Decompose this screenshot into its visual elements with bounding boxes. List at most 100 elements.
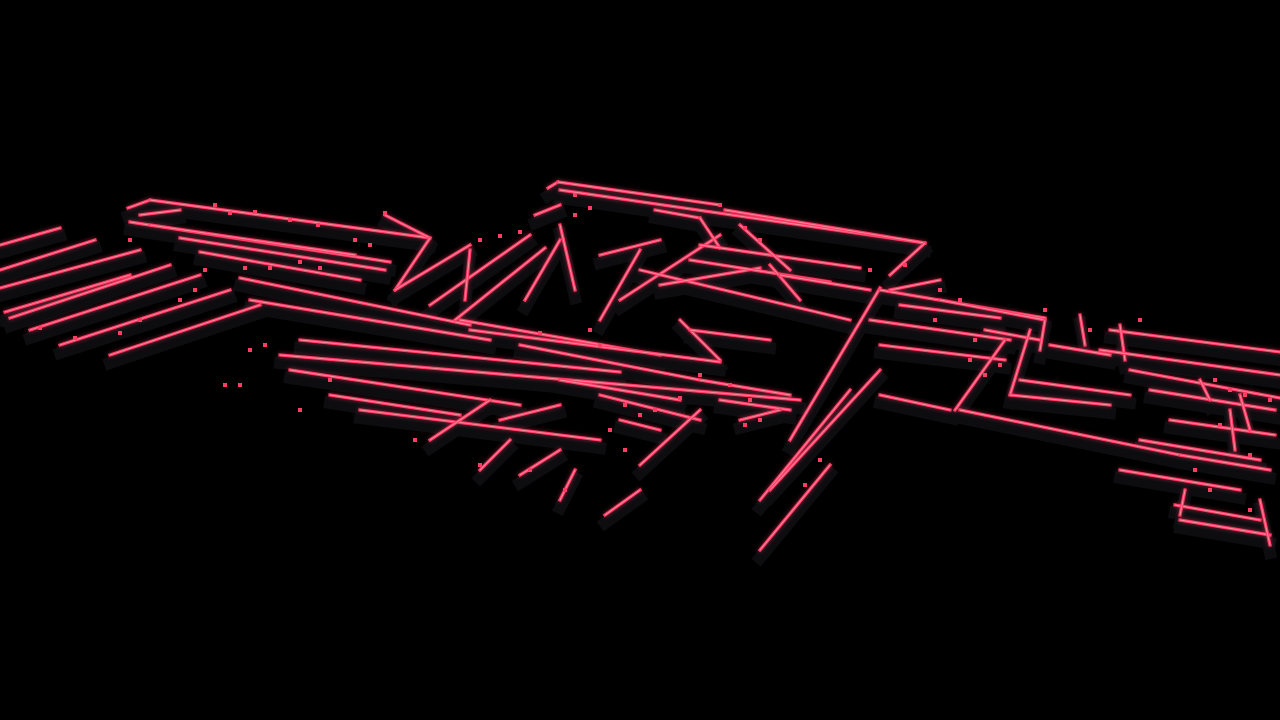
wall-segment-core	[534, 204, 561, 216]
wall-segment-core	[109, 304, 261, 356]
wall-shadow	[1173, 456, 1277, 485]
wall-post	[248, 348, 252, 352]
wall-post	[758, 418, 762, 422]
wall-segment-core	[639, 409, 701, 466]
wall-segment-core	[939, 299, 1046, 321]
wall-post	[203, 268, 207, 272]
wall-shadow	[173, 239, 392, 285]
wall-post	[743, 423, 747, 427]
wall-shadow	[1002, 330, 1038, 411]
wall-shadow	[463, 331, 727, 377]
wall-shadow	[273, 356, 807, 415]
wall-post	[1248, 508, 1252, 512]
wall-segment-core	[889, 279, 941, 291]
wall-segment-core	[199, 251, 361, 281]
wall-post	[1243, 393, 1247, 397]
wall-shadow	[612, 420, 668, 446]
wall-segment-core	[759, 464, 831, 551]
wall-segment-core	[879, 394, 951, 411]
wall-post	[973, 338, 977, 342]
wall-post	[328, 378, 332, 382]
wall-post	[498, 234, 502, 238]
wall-post	[1228, 388, 1232, 392]
wall-segment-core	[1049, 344, 1111, 356]
wall-post	[268, 266, 272, 270]
wall-segment-core	[519, 449, 561, 476]
wall-post	[598, 343, 602, 347]
wall-shadow	[232, 278, 478, 341]
wall-segment-core	[559, 469, 576, 501]
wall-segment-core	[279, 354, 801, 401]
wall-shadow	[353, 411, 607, 455]
wall-shadow	[1113, 471, 1247, 505]
wall-segment-core	[1129, 369, 1280, 399]
wall-post	[318, 266, 322, 270]
wall-post	[968, 358, 972, 362]
wall-segment-core	[249, 299, 491, 341]
wall-shadow	[872, 395, 958, 426]
wall-shadow	[386, 244, 479, 307]
wall-segment-core	[464, 249, 471, 301]
wall-shadow	[193, 253, 367, 295]
wall-segment-core	[724, 209, 926, 244]
wall-segment-core	[394, 237, 431, 291]
wall-segment-core	[139, 209, 181, 216]
wall-shadow	[773, 276, 877, 305]
wall-shadow	[471, 439, 519, 487]
wall-post	[903, 263, 907, 267]
wall-shadow	[683, 331, 777, 355]
wall-segment-core	[699, 244, 861, 269]
wall-segment-core	[394, 244, 471, 291]
wall-segment-core	[899, 304, 1001, 319]
wall-shadow	[553, 381, 687, 415]
wall-post	[573, 213, 577, 217]
wall-post	[638, 413, 642, 417]
wall-post	[1138, 318, 1142, 322]
wall-post	[193, 288, 197, 292]
wall-post	[1268, 398, 1272, 402]
wall-lines	[0, 179, 1280, 553]
wall-post	[958, 298, 962, 302]
wall-shadow	[52, 290, 238, 361]
wall-shadow	[1168, 506, 1267, 535]
wall-post	[718, 203, 722, 207]
wall-shadow	[952, 410, 1188, 471]
wall-segment-core	[429, 234, 531, 306]
wall-posts	[38, 193, 1272, 512]
wall-segment-core	[1169, 419, 1276, 436]
wall-post	[758, 238, 762, 242]
wall-segment-core	[359, 409, 601, 441]
wall-post	[608, 428, 612, 432]
wall-segment-core	[639, 269, 851, 321]
wall-segment-core	[604, 489, 641, 516]
wall-shadow	[243, 301, 497, 355]
wall-segment-core	[239, 277, 471, 326]
wall-post	[1248, 453, 1252, 457]
wall-segment-core	[869, 319, 1011, 341]
wall-post	[223, 383, 227, 387]
wall-segment-core	[779, 274, 871, 291]
wall-post	[1043, 308, 1047, 312]
wall-post	[288, 218, 292, 222]
wall-segment-core	[1109, 329, 1280, 353]
wall-post	[478, 463, 482, 467]
wall-post	[653, 408, 657, 412]
wall-post	[983, 373, 987, 377]
wall-post	[238, 383, 242, 387]
wall-segment-core	[1229, 409, 1236, 451]
wall-segment-core	[1239, 394, 1251, 431]
wall-shadow	[293, 341, 627, 387]
wall-shadow	[421, 234, 539, 322]
wall-shadow	[873, 346, 1012, 375]
wall-post	[1193, 468, 1197, 472]
wall-segment-core	[699, 217, 721, 249]
wall-segment-core	[654, 209, 701, 219]
wall-shadow	[446, 247, 554, 337]
wall-post	[868, 268, 872, 272]
wall-segment-core	[959, 409, 1181, 456]
wall-post	[538, 331, 542, 335]
wall-post	[138, 318, 142, 322]
wall-post	[128, 238, 132, 242]
wall-post	[298, 260, 302, 264]
